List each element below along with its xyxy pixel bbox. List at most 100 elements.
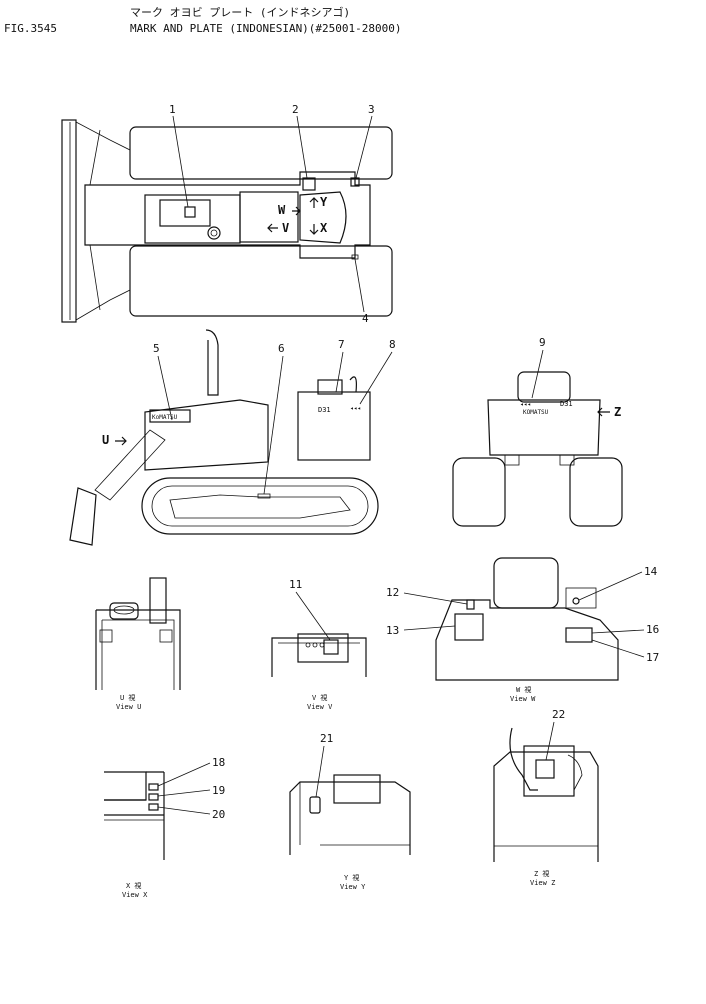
arrow-y-icon — [309, 197, 319, 208]
callout-17: 17 — [646, 651, 659, 664]
callout-21: 21 — [320, 732, 333, 745]
view-v: 11 V 視 View V — [271, 578, 367, 711]
track-outer — [141, 477, 379, 535]
arrow-y-label: Y — [320, 195, 328, 209]
callout-3: 3 — [368, 103, 375, 116]
rear-seat — [517, 371, 571, 403]
callout-2: 2 — [292, 103, 299, 116]
view-z-caption-jp: Z 視 — [534, 869, 549, 878]
blade-side — [69, 487, 97, 546]
w-seat — [493, 557, 559, 609]
model-side-text: D31 — [318, 406, 331, 414]
callout-8: 8 — [389, 338, 396, 351]
plate-21-marker — [309, 796, 321, 814]
seat-top — [299, 191, 347, 244]
view-y-frame — [289, 781, 411, 855]
seat-side — [317, 379, 343, 395]
track-frame — [169, 494, 351, 519]
callout-5: 5 — [153, 342, 160, 355]
plate-11-marker — [323, 639, 339, 655]
view-y-caption-en: View Y — [340, 883, 366, 891]
plate-1-marker — [184, 206, 196, 218]
side-view: KoMATSU D31 ◂◂◂ U 5 6 7 8 — [69, 329, 396, 546]
plate-3-marker — [350, 177, 360, 187]
view-v-caption-en: View V — [307, 703, 333, 711]
callout-20: 20 — [212, 808, 225, 821]
view-u-caption-jp: U 視 — [120, 693, 135, 702]
callout-18: 18 — [212, 756, 225, 769]
view-w-caption-en: View W — [510, 695, 536, 703]
view-x-caption-en: View X — [122, 891, 148, 899]
view-x: 18 19 20 X 視 View X — [104, 756, 225, 899]
title-japanese: マーク オヨビ プレート (インドネシアゴ) — [130, 6, 351, 19]
view-u: U 視 View U — [95, 577, 181, 711]
arrow-x-label: X — [320, 221, 328, 235]
view-y-caption-jp: Y 視 — [344, 873, 359, 882]
v-panel — [297, 633, 349, 663]
z-panel — [523, 745, 575, 797]
arrow-w-label: W — [278, 203, 286, 217]
top-view: W V Y X 1 2 3 4 — [61, 103, 393, 325]
callout-7: 7 — [338, 338, 345, 351]
plate-16-marker — [565, 627, 593, 643]
callout-9: 9 — [539, 336, 546, 349]
plate-19-marker — [148, 793, 159, 801]
plate-12-marker — [466, 599, 475, 610]
svg-text:◂◂◂: ◂◂◂ — [520, 401, 531, 408]
filler-u — [109, 602, 139, 620]
plate-13-marker — [454, 613, 484, 641]
view-x-caption-jp: X 視 — [126, 881, 141, 890]
svg-text:◂◂◂: ◂◂◂ — [350, 405, 361, 412]
z-lever — [509, 727, 538, 791]
callout-14: 14 — [644, 565, 658, 578]
cab-front — [239, 191, 299, 243]
plate-20-marker — [148, 803, 159, 811]
view-y: 21 Y 視 View Y — [289, 732, 411, 891]
cab-side — [297, 391, 371, 461]
callout-11: 11 — [289, 578, 302, 591]
engine-hood — [144, 194, 241, 244]
view-u-frame — [95, 609, 181, 690]
cap — [207, 226, 221, 240]
track-upper — [129, 126, 393, 180]
view-v-frame — [271, 637, 367, 677]
model-rear-text: D31 — [560, 400, 573, 408]
title-english: MARK AND PLATE (INDONESIAN)(#25001-28000… — [130, 22, 402, 35]
view-z: 22 Z 視 View Z — [493, 708, 599, 887]
callout-12: 12 — [386, 586, 399, 599]
arrow-w-icon — [292, 206, 301, 216]
callout-4: 4 — [362, 312, 369, 325]
y-panel — [333, 774, 381, 804]
view-u-caption-en: View U — [116, 703, 141, 711]
view-w: 12 13 14 16 17 W 視 View W — [386, 557, 659, 703]
rear-view: D31 KOMATSU ◂◂◂ 9 Z — [452, 336, 623, 527]
callout-16: 16 — [646, 623, 659, 636]
track-right-rear — [569, 457, 623, 527]
rear-body — [487, 399, 601, 456]
track-left-rear — [452, 457, 506, 527]
track-inner — [151, 485, 369, 527]
exhaust-stack — [205, 329, 219, 396]
arrow-v-label: V — [282, 221, 289, 235]
callout-19: 19 — [212, 784, 225, 797]
track-lower — [129, 245, 393, 317]
view-z-caption-en: View Z — [530, 879, 555, 887]
lift-arm — [94, 429, 166, 501]
callout-6: 6 — [278, 342, 285, 355]
callout-22: 22 — [552, 708, 565, 721]
plate-22-marker — [535, 759, 555, 779]
arrow-u-icon — [115, 436, 127, 446]
view-v-caption-jp: V 視 — [312, 693, 327, 702]
arrow-x-icon — [309, 224, 319, 235]
engine-side — [144, 399, 269, 471]
callout-1: 1 — [169, 103, 176, 116]
seat-back — [349, 376, 357, 393]
brand-rear-text: KOMATSU — [523, 409, 549, 416]
arrow-u-label: U — [102, 433, 109, 447]
arrow-z-icon — [597, 407, 610, 417]
plate-14-marker — [572, 597, 580, 605]
callout-13: 13 — [386, 624, 399, 637]
push-arms — [75, 121, 131, 321]
arrow-z-label: Z — [614, 405, 621, 419]
